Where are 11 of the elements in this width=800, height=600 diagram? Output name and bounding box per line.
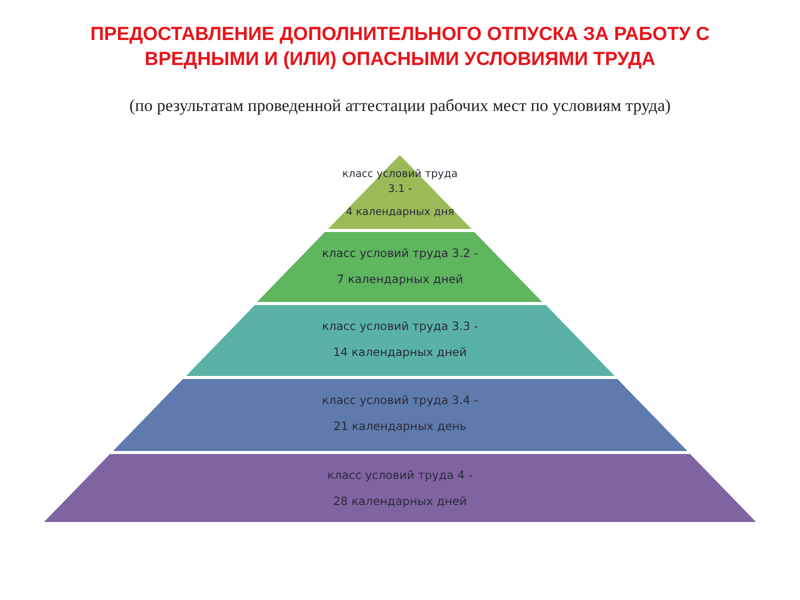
tier-label: 21 календарных день — [332, 419, 468, 433]
tier-label: 7 календарных дней — [336, 272, 464, 286]
title: ПРЕДОСТАВЛЕНИЕ ДОПОЛНИТЕЛЬНОГО ОТПУСКА ЗА РАБОТУ С ВРЕДНЫМИ И (ИЛИ) ОПАСНЫМИ УСЛОВИЯМИ ТРУДА — [89, 23, 711, 72]
tier-label: 28 календарных дней — [332, 494, 468, 508]
tier-label: класс условий труда 3.3 - — [320, 319, 480, 333]
tier-label: класс условий труда 3.4 - — [320, 393, 480, 407]
tier-label: 4 календарных дня — [344, 205, 456, 220]
tier-label: класс условий труда 4 - — [326, 468, 474, 482]
tier-label: класс условий труда 3.2 - — [320, 246, 480, 260]
subtitle: (по результатам проведенной аттестации рабочих мест по условиям труда) — [128, 96, 672, 116]
tier-label: 14 календарных дней — [332, 345, 468, 359]
